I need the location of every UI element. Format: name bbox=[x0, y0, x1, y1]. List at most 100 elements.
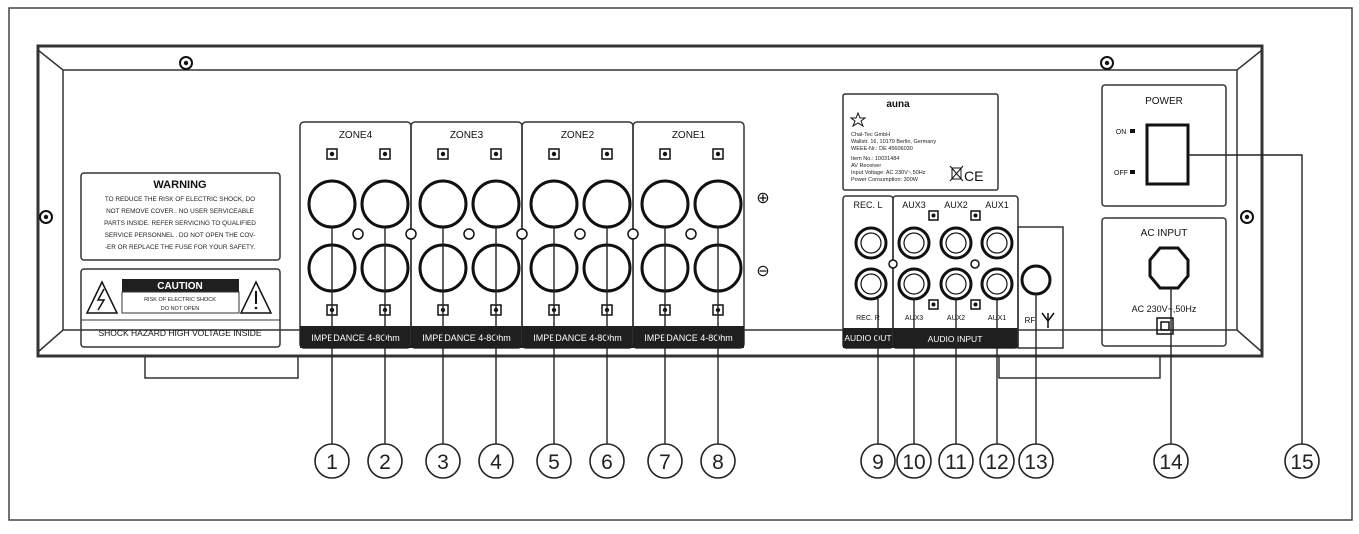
image-border bbox=[8, 7, 1353, 521]
warning-line: SERVICE PERSONNEL . DO NOT OPEN THE COV- bbox=[105, 232, 256, 239]
callout-number: 5 bbox=[548, 451, 560, 474]
ac-input-spec: AC 230V~,50Hz bbox=[1132, 304, 1197, 314]
foot-right bbox=[998, 356, 1161, 379]
callout-number: 2 bbox=[379, 451, 391, 474]
aux3-label: AUX3 bbox=[902, 200, 926, 210]
power-off-label: OFF bbox=[1114, 170, 1128, 177]
callout-number: 15 bbox=[1290, 451, 1313, 474]
weee-bin-icon bbox=[949, 165, 964, 182]
speaker-terminal-positive[interactable] bbox=[693, 179, 743, 229]
speaker-terminal-positive[interactable] bbox=[582, 179, 632, 229]
rec-l-jack[interactable] bbox=[854, 226, 888, 260]
callout-11: 11 bbox=[938, 443, 974, 479]
zone-impedance: IMPEDANCE 4-8Ohm bbox=[644, 333, 733, 343]
power-switch[interactable] bbox=[1145, 123, 1190, 186]
zone-title: ZONE3 bbox=[450, 130, 484, 141]
audio-input-label: AUDIO INPUT bbox=[928, 334, 983, 344]
power-section: POWER ON OFF bbox=[1101, 84, 1227, 207]
callout-number: 7 bbox=[659, 451, 671, 474]
callout-number: 8 bbox=[712, 451, 724, 474]
warning-line: PARTS INSIDE. REFER SERVICING TO QUALIFI… bbox=[104, 220, 256, 227]
screw-icon bbox=[379, 148, 391, 160]
polarity-plus-icon: ⊕ bbox=[756, 190, 769, 207]
callout-9: 9 bbox=[860, 443, 896, 479]
mount-hole-icon bbox=[685, 228, 697, 240]
label-plate-line: Input Voltage: AC 230V~,50Hz bbox=[851, 170, 926, 176]
callout-number: 3 bbox=[437, 451, 449, 474]
mount-hole-icon bbox=[405, 228, 417, 240]
callout-number: 1 bbox=[326, 451, 338, 474]
callout-number: 10 bbox=[902, 451, 925, 474]
screw-icon bbox=[928, 210, 939, 221]
warning-line: TO REDUCE THE RISK OF ELECTRIC SHOCK, DO bbox=[105, 196, 255, 203]
aux1-label: AUX1 bbox=[985, 200, 1009, 210]
screw-icon bbox=[39, 210, 53, 224]
mount-hole-icon bbox=[516, 228, 528, 240]
aux1-right-jack[interactable] bbox=[980, 267, 1014, 301]
aux1-left-jack[interactable] bbox=[980, 226, 1014, 260]
screw-icon bbox=[1240, 210, 1254, 224]
mount-hole-icon bbox=[627, 228, 639, 240]
label-plate-line: Chal-Tec GmbH bbox=[851, 132, 890, 138]
callout-6: 6 bbox=[589, 443, 625, 479]
speaker-terminal-positive[interactable] bbox=[418, 179, 468, 229]
polarity-minus-icon: ⊖ bbox=[756, 263, 769, 280]
zone-impedance: IMPEDANCE 4-8Ohm bbox=[311, 333, 400, 343]
brand-logo: auna bbox=[886, 99, 910, 110]
screw-icon bbox=[970, 210, 981, 221]
mount-hole-icon bbox=[463, 228, 475, 240]
callout-leader-line bbox=[1188, 154, 1303, 445]
aux2-left-jack[interactable] bbox=[939, 226, 973, 260]
screw-icon bbox=[548, 148, 560, 160]
ac-power-socket[interactable] bbox=[1148, 246, 1190, 290]
callout-number: 6 bbox=[601, 451, 613, 474]
screw-icon bbox=[179, 56, 193, 70]
speaker-terminal-positive[interactable] bbox=[640, 179, 690, 229]
warning-label: WARNING TO REDUCE THE RISK OF ELECTRIC S… bbox=[80, 172, 281, 261]
rf-antenna-jack[interactable] bbox=[1020, 264, 1052, 296]
label-plate-line: Power Consumption: 300W bbox=[851, 177, 919, 183]
warning-title: WARNING bbox=[153, 179, 206, 191]
speaker-terminal-positive[interactable] bbox=[529, 179, 579, 229]
zone-title: ZONE1 bbox=[672, 130, 706, 141]
callout-number: 12 bbox=[985, 451, 1008, 474]
power-on-marker-icon bbox=[1130, 129, 1135, 133]
speaker-terminal-positive[interactable] bbox=[360, 179, 410, 229]
double-insulation-icon bbox=[1156, 317, 1174, 335]
zone-impedance: IMPEDANCE 4-8Ohm bbox=[422, 333, 511, 343]
zone-title: ZONE4 bbox=[339, 130, 373, 141]
rec-out-section: REC. L REC. R AUDIO OUT bbox=[842, 195, 894, 349]
power-title: POWER bbox=[1145, 96, 1183, 107]
callout-2: 2 bbox=[367, 443, 403, 479]
label-plate-line: AV Receiver bbox=[851, 163, 881, 169]
aux3-right-jack[interactable] bbox=[897, 267, 931, 301]
zone-impedance: IMPEDANCE 4-8Ohm bbox=[533, 333, 622, 343]
divider-hole-icon bbox=[970, 259, 980, 269]
power-on-label: ON bbox=[1116, 129, 1127, 136]
caution-line: RISK OF ELECTRIC SHOCK bbox=[144, 297, 216, 303]
aux2-right-jack[interactable] bbox=[939, 267, 973, 301]
caution-title: CAUTION bbox=[157, 281, 203, 292]
speaker-terminal-positive[interactable] bbox=[307, 179, 357, 229]
callout-3: 3 bbox=[425, 443, 461, 479]
label-plate-line: WEEE-Nr.: DE 45606030 bbox=[851, 146, 913, 152]
foot-left bbox=[144, 356, 299, 379]
caution-label: CAUTION RISK OF ELECTRIC SHOCK DO NOT OP… bbox=[80, 268, 281, 348]
ac-input-section: AC INPUT AC 230V~,50Hz bbox=[1101, 217, 1227, 347]
rf-label: RF bbox=[1025, 316, 1036, 325]
aux3-left-jack[interactable] bbox=[897, 226, 931, 260]
speaker-terminal-positive[interactable] bbox=[471, 179, 521, 229]
rec-r-jack[interactable] bbox=[854, 267, 888, 301]
callout-14: 14 bbox=[1153, 443, 1189, 479]
mount-hole-icon bbox=[574, 228, 586, 240]
power-off-marker-icon bbox=[1130, 170, 1135, 174]
rec-r-label: REC. R bbox=[856, 315, 880, 322]
callout-13: 13 bbox=[1018, 443, 1054, 479]
ac-input-title: AC INPUT bbox=[1141, 228, 1188, 239]
mount-hole-icon bbox=[352, 228, 364, 240]
